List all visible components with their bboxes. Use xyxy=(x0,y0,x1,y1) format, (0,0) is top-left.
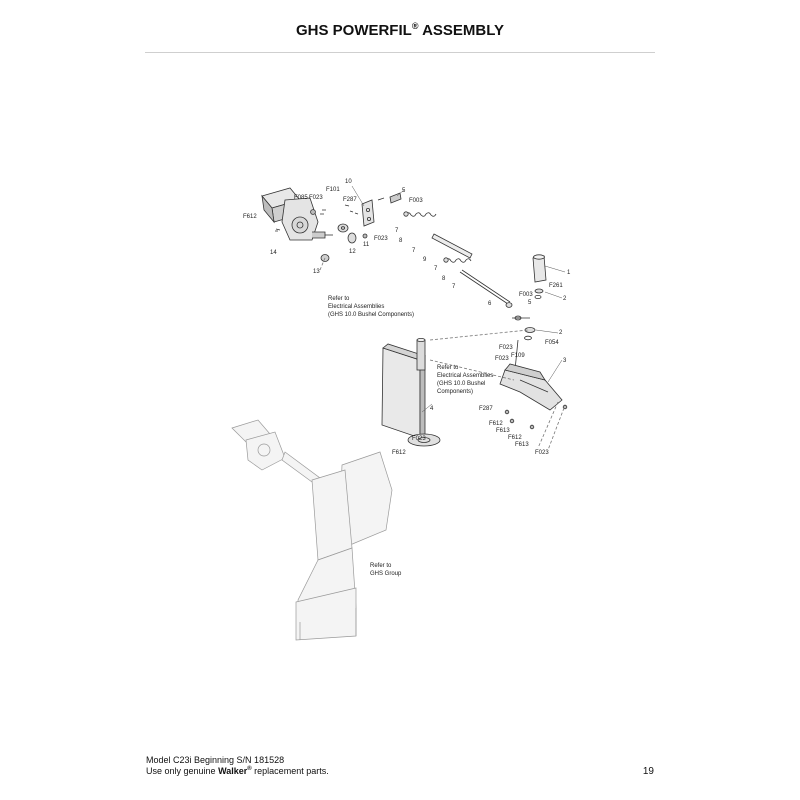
callout-labels: 1 2 2 3 4 5 5 6 7 7 7 7 8 8 9 10 11 12 1… xyxy=(243,179,571,456)
callout-f287: F287 xyxy=(479,406,493,412)
callout-f613: F613 xyxy=(496,428,510,434)
callout-f109: F109 xyxy=(511,353,525,359)
callout-12: 12 xyxy=(349,249,356,255)
hardware-illustration xyxy=(275,192,402,262)
callout-4: 4 xyxy=(430,406,434,412)
note-electrical-1-line-2: Electrical Assemblies xyxy=(328,304,384,310)
callout-f023: F023 xyxy=(374,236,388,242)
page-title-text: GHS POWERFIL xyxy=(295,22,412,39)
callout-7: 7 xyxy=(412,248,416,254)
callout-2: 2 xyxy=(559,330,563,336)
callout-8: 8 xyxy=(442,276,446,282)
callout-f023: F023 xyxy=(499,345,513,351)
callout-9: 9 xyxy=(423,257,427,263)
note-ghs-line-2: GHS Group xyxy=(370,571,402,577)
callout-6: 6 xyxy=(488,301,492,307)
callout-f054: F054 xyxy=(545,340,559,346)
callout-7: 7 xyxy=(452,284,456,290)
callout-f023: F023 xyxy=(412,436,426,442)
callout-5: 5 xyxy=(402,188,406,194)
page-number: 19 xyxy=(642,766,654,777)
note-electrical-2-line-2: Electrical Assemblies xyxy=(437,373,493,379)
callout-f612: F612 xyxy=(392,450,406,456)
callout-5: 5 xyxy=(528,300,532,306)
page-title-tail: ASSEMBLY xyxy=(418,22,505,39)
callout-13: 13 xyxy=(313,269,320,275)
callout-2: 2 xyxy=(563,296,567,302)
brand-name: Walker® xyxy=(218,766,252,776)
callout-7: 7 xyxy=(395,228,399,234)
header-rule xyxy=(145,52,655,53)
actuator-motor-illustration xyxy=(261,187,333,241)
note-electrical-1-line-3: (GHS 10.0 Bushel Components) xyxy=(328,312,414,318)
callout-1: 1 xyxy=(567,270,571,276)
callout-f287: F287 xyxy=(343,197,357,203)
spring-rod-illustration xyxy=(403,211,530,321)
callout-f003: F003 xyxy=(409,198,423,204)
callout-f023: F023 xyxy=(495,356,509,362)
callout-14: 14 xyxy=(270,250,277,256)
page-title-registered-mark: ® xyxy=(411,21,419,31)
callout-f261: F261 xyxy=(549,283,563,289)
note-electrical-2-line-1: Refer to xyxy=(437,365,459,371)
callout-8: 8 xyxy=(399,238,403,244)
ghs-group-ghost-illustration xyxy=(231,419,393,641)
callout-11: 11 xyxy=(363,242,370,248)
callout-10: 10 xyxy=(345,179,352,185)
pivot-bracket-illustration xyxy=(499,254,568,430)
note-electrical-2-line-3: (GHS 10.0 Bushel xyxy=(437,381,485,387)
callout-f101: F101 xyxy=(326,187,340,193)
shield-plate-illustration xyxy=(381,337,441,447)
callout-f613: F613 xyxy=(515,442,529,448)
model-line: Model C23i Beginning S/N 181528 xyxy=(146,755,285,765)
callout-f003: F003 xyxy=(519,292,533,298)
note-electrical-1-line-1: Refer to xyxy=(328,296,350,302)
genuine-parts-prefix: Use only genuine xyxy=(146,766,219,776)
alignment-lines xyxy=(319,257,565,451)
callout-f612: F612 xyxy=(489,421,503,427)
callout-f023: F023 xyxy=(309,195,323,201)
page-title: GHS POWERFIL® ASSEMBLY xyxy=(0,21,800,39)
callout-f612: F612 xyxy=(243,214,257,220)
callout-f023: F023 xyxy=(535,450,549,456)
note-ghs-line-1: Refer to xyxy=(370,563,392,569)
genuine-parts-line: Use only genuine Walker® replacement par… xyxy=(146,766,329,776)
note-electrical-2-line-4: Components) xyxy=(437,389,473,395)
callout-f612: F612 xyxy=(508,435,522,441)
genuine-parts-suffix: replacement parts. xyxy=(251,766,329,776)
callout-3: 3 xyxy=(563,358,567,364)
callout-7: 7 xyxy=(434,266,438,272)
leader-lines xyxy=(351,185,566,413)
reference-notes: Refer to Electrical Assemblies (GHS 10.0… xyxy=(328,296,493,577)
callout-f085: F085 xyxy=(294,195,308,201)
